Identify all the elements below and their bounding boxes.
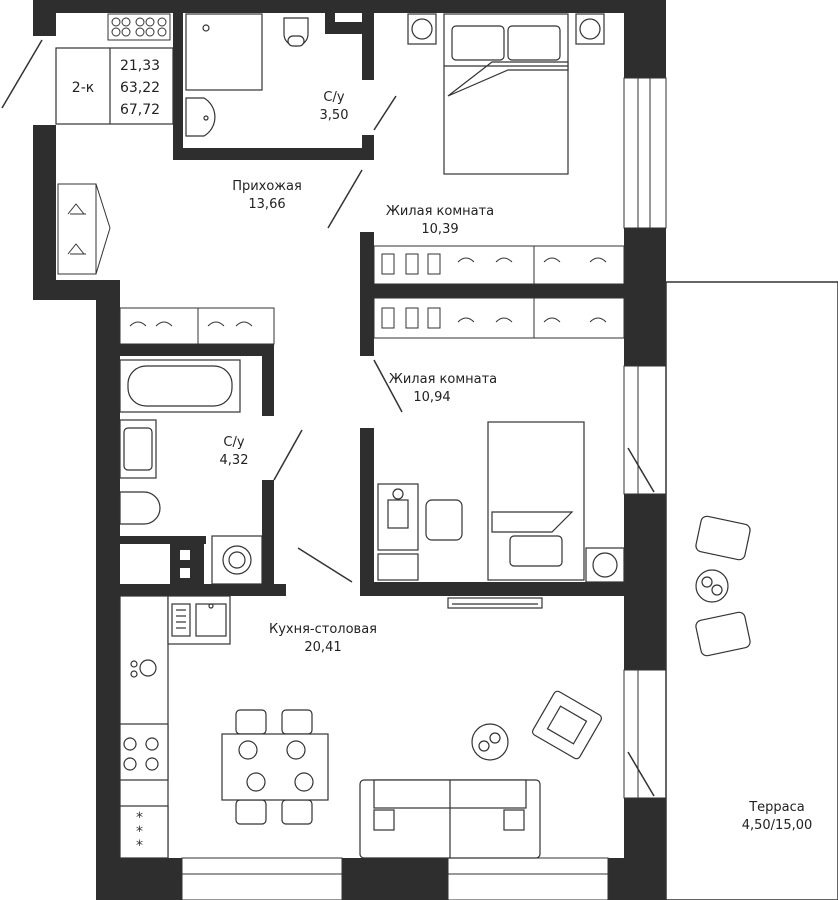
wall-right-mid2 [624, 284, 666, 366]
bedroom1-area: 10,39 [421, 222, 458, 237]
stove-icon [119, 723, 169, 781]
walls [33, 0, 666, 900]
tv-icon [447, 597, 543, 609]
bath2-fixtures [119, 359, 263, 585]
sofa-icon [359, 779, 541, 859]
wall-bath2-right-top [262, 344, 274, 416]
hall-wardrobe-2-icon [119, 307, 275, 345]
hall-name: Прихожая [232, 179, 302, 194]
wall-right-mid3 [624, 494, 666, 594]
terrace-furniture [695, 515, 751, 657]
closet-bedroom1-icon [373, 245, 625, 285]
bath2-toilet-icon [119, 491, 161, 525]
wall-left-mid [33, 125, 56, 300]
wall-left-top [33, 0, 56, 36]
window-bedroom2 [623, 365, 667, 495]
bedroom1-furniture [407, 13, 605, 175]
shoe-rack-icon [107, 13, 171, 41]
wall-bath2-bottom [96, 584, 286, 596]
kettle-icon [139, 659, 157, 677]
windows [56, 0, 667, 900]
lounger-top-icon [695, 515, 751, 561]
terrace-outline [665, 281, 838, 900]
wall-top-right [370, 0, 628, 13]
shower-icon [185, 13, 263, 91]
area-with-terrace: 67,72 [120, 102, 160, 118]
svg-text:*: * [136, 838, 143, 854]
wall-right-top [624, 0, 666, 78]
area-living: 21,33 [120, 58, 160, 74]
window-kitchen-bottom-2 [447, 857, 609, 900]
wall-right-mid1 [624, 228, 666, 284]
apartment-type: 2-к [72, 80, 94, 96]
door-bedroom2 [373, 359, 403, 413]
kitchen-area: 20,41 [304, 640, 341, 655]
kitchen-sink-icon [195, 603, 227, 637]
wall-bedroom2-left [360, 428, 374, 594]
desk-chair-icon [425, 499, 463, 541]
bedroom2-furniture [377, 421, 625, 583]
bath2-name: С/у [223, 435, 244, 450]
area-total: 63,22 [120, 80, 160, 96]
entrance-door [1, 39, 43, 109]
sink-icon [185, 97, 216, 137]
wall-closet-divider [360, 284, 626, 298]
dining-table-icon [221, 709, 329, 825]
door-terrace-2 [627, 751, 655, 797]
wall-bath2-shaft [120, 536, 206, 544]
terrace-table-icon [695, 569, 729, 603]
kitchen-furniture: * * * [119, 595, 231, 859]
bath1-area: 3,50 [320, 108, 349, 123]
wall-bath1-right-bottom [362, 135, 374, 160]
wall-bath1-stub-v [325, 0, 335, 34]
window-kitchen [623, 669, 667, 799]
door-bath1 [373, 95, 397, 131]
info-box: 2-к 21,33 63,22 67,72 [55, 47, 174, 125]
window-kitchen-bottom-1 [181, 857, 343, 900]
shaft-cutouts [180, 550, 190, 578]
wall-bath2-top [96, 344, 274, 356]
wall-bottom-3 [608, 858, 666, 900]
coffee-table-icon [471, 723, 509, 761]
terrace-area: 4,50/15,00 [742, 818, 813, 833]
closet-bedroom2-icon [373, 297, 625, 339]
wall-right-mid4 [624, 594, 666, 670]
bedroom1-name: Жилая комната [386, 204, 494, 219]
bedroom2-area: 10,94 [413, 390, 450, 405]
terrace-name: Терраса [748, 800, 805, 815]
window-top-left-gap [56, 0, 173, 13]
door-hall [327, 169, 363, 229]
wall-bedroom2-bottom [360, 582, 626, 596]
bath1-fixtures [185, 13, 309, 137]
window-bedroom1 [623, 77, 667, 229]
armchair-icon [471, 690, 603, 761]
door-kitchen [297, 547, 353, 583]
room-labels: С/у 3,50 Прихожая 13,66 Жилая комната 10… [220, 90, 813, 833]
wall-bath1-right-top [362, 0, 374, 80]
door-terrace-1 [627, 447, 655, 493]
lounger-bottom-icon [695, 611, 751, 657]
svg-text:*: * [136, 824, 143, 840]
wall-bath1-bottom [173, 148, 369, 160]
hall-wardrobe-icon [57, 183, 111, 275]
wall-bath1-left [173, 0, 183, 160]
hall-area: 13,66 [248, 197, 285, 212]
bedroom2-name: Жилая комната [389, 372, 497, 387]
oven-icon [119, 805, 169, 859]
bath2-area: 4,32 [220, 453, 249, 468]
kitchen-name: Кухня-столовая [269, 622, 377, 637]
wall-bottom-2 [342, 858, 448, 900]
bath1-name: С/у [323, 90, 344, 105]
svg-text:*: * [136, 810, 143, 826]
wall-bath2-right-bottom [262, 480, 274, 596]
wall-bottom-1 [96, 858, 182, 900]
doors [1, 39, 655, 797]
door-bath2 [273, 429, 303, 481]
